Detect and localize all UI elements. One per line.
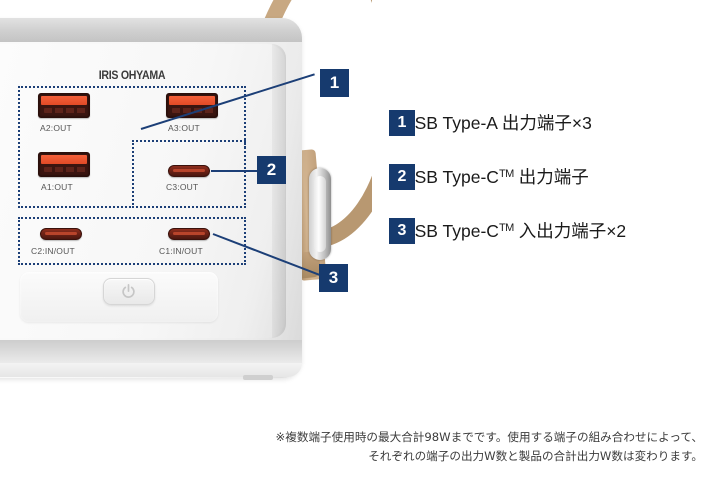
usb-c-port-c2 [40, 228, 82, 240]
device-bottom-lip [0, 363, 302, 377]
port-label-a1: A1:OUT [41, 182, 73, 192]
legend-badge-3: 3 [389, 217, 415, 244]
footnote-line-2: それぞれの端子の出力W数と製品の合計出力W数は変わります。 [368, 449, 703, 464]
device-face-right-shading [272, 44, 286, 338]
callout-region-3 [18, 217, 246, 265]
usb-a-port-a2 [38, 93, 90, 118]
legend-label-2-suffix: 出力端子 [513, 167, 589, 187]
legend-list: 1 USB Type-A 出力端子×3 2 USB Type-CTM 出力端子 … [389, 109, 709, 244]
usb-c-port-c3 [168, 165, 210, 177]
port-label-c1: C1:IN/OUT [159, 246, 203, 256]
legend-label-3-suffix: 入出力端子×2 [513, 221, 627, 241]
legend-label-3-main: USB Type-C [402, 221, 499, 241]
usb-a-port-a1 [38, 152, 90, 177]
legend-label-1-main: USB Type-A 出力端子×3 [402, 113, 592, 133]
callout-badge-1: 1 [320, 69, 349, 97]
power-icon [120, 283, 137, 300]
port-label-c2: C2:IN/OUT [31, 246, 75, 256]
usb-c-port-c1 [168, 228, 210, 240]
port-label-a3: A3:OUT [168, 123, 200, 133]
footnote: ※複数端子使用時の最大合計98Wまでです。使用する端子の組み合わせによって、 そ… [0, 428, 715, 466]
device-bottom-edge [0, 340, 302, 364]
strap-metal-ring-inner [314, 176, 326, 252]
legend-item-3: 3 USB Type-CTM 入出力端子×2 [389, 217, 709, 244]
port-label-a2: A2:OUT [40, 123, 72, 133]
brand-logo: IRIS OHYAMA [98, 70, 166, 82]
legend-label-1: USB Type-A 出力端子×3 [402, 110, 592, 135]
callout-badge-3: 3 [319, 264, 348, 292]
legend-item-2: 2 USB Type-CTM 出力端子 [389, 163, 709, 190]
device-top-edge [0, 18, 302, 42]
legend-badge-1: 1 [389, 109, 415, 136]
legend-item-1: 1 USB Type-A 出力端子×3 [389, 109, 709, 136]
footnote-line-1: ※複数端子使用時の最大合計98Wまでです。使用する端子の組み合わせによって、 [275, 430, 703, 444]
legend-label-3: USB Type-CTM 入出力端子×2 [402, 218, 626, 243]
callout-region-2 [132, 140, 246, 208]
legend-label-3-tm: TM [498, 222, 514, 234]
product-photo: IRIS OHYAMA A2:OUT A3:OUT A1:OUT C3:OUT … [0, 0, 372, 400]
legend-label-2-main: USB Type-C [402, 167, 499, 187]
port-label-c3: C3:OUT [166, 182, 199, 192]
legend-label-2: USB Type-CTM 出力端子 [402, 164, 589, 189]
leader-line-2 [211, 170, 259, 172]
callout-region-1-bottom [18, 146, 134, 208]
legend-badge-2: 2 [389, 163, 415, 190]
callout-badge-2: 2 [257, 156, 286, 184]
legend-label-2-tm: TM [498, 168, 514, 180]
callout-region-1-top [18, 86, 246, 148]
device-foot [243, 375, 273, 380]
